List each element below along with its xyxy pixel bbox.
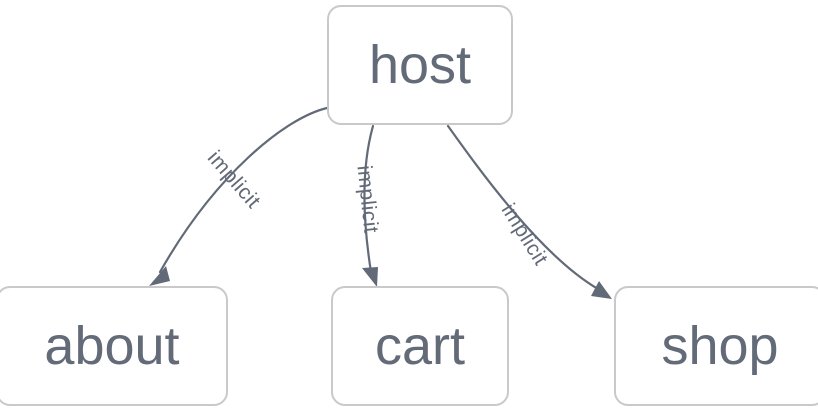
edge-host-shop-label: implicit (497, 200, 553, 270)
node-host[interactable]: host (327, 5, 513, 125)
node-cart-label: cart (374, 316, 466, 376)
node-cart[interactable]: cart (331, 286, 509, 406)
edge-host-about[interactable]: implicit (149, 106, 329, 286)
edge-host-cart-path (363, 124, 375, 274)
edge-host-cart[interactable]: implicit (352, 124, 382, 287)
node-shop[interactable]: shop (614, 286, 818, 406)
node-host-label: host (368, 35, 472, 95)
node-shop-label: shop (661, 316, 779, 376)
edge-host-shop-path (446, 124, 600, 291)
edge-host-shop[interactable]: implicit (446, 124, 612, 299)
edge-host-about-label: implicit (203, 146, 265, 213)
arrowhead-icon (591, 281, 612, 299)
node-about-label: about (44, 316, 180, 376)
edge-host-cart-label: implicit (352, 164, 382, 234)
arrowhead-icon (149, 266, 170, 286)
node-about[interactable]: about (0, 286, 228, 406)
arrowhead-icon (362, 267, 378, 287)
edge-host-about-path (158, 106, 329, 274)
